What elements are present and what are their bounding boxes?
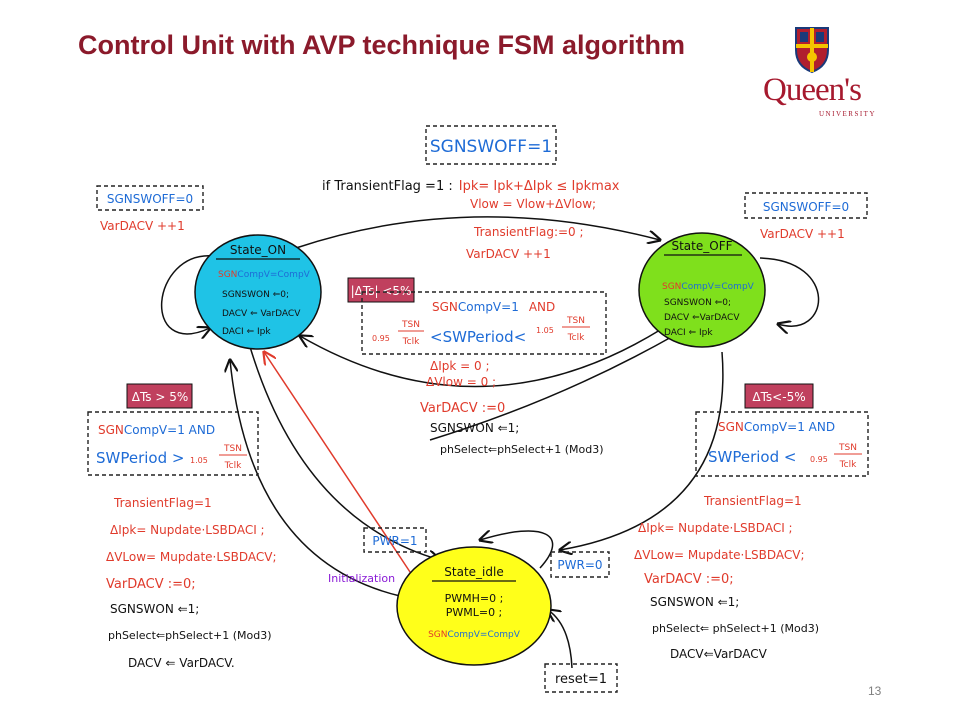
- left-l2: ΔIpk= Nupdate·LSBDACI ;: [110, 523, 265, 537]
- center-left-tsn: TSN: [401, 320, 420, 330]
- state-off-line4: DACI ⇐ Ipk: [664, 328, 713, 338]
- right-l7: DACV⇐VarDACV: [670, 647, 768, 661]
- top-box-label: SGNSWOFF=1: [430, 137, 552, 157]
- center-delta-label: |ΔTs| <5%: [351, 284, 412, 298]
- page-number: 13: [868, 684, 882, 698]
- logo-wordmark: Queen's: [763, 72, 862, 108]
- arrow-off-self-loop: [759, 257, 820, 326]
- state-on-name: State_ON: [230, 243, 286, 257]
- arrow-reset: [548, 610, 573, 669]
- top-line3: TransientFlag:=0 ;: [473, 225, 584, 239]
- center-vardacv: VarDACV :=0: [420, 401, 505, 416]
- center-left-coef: 0.95: [372, 334, 390, 343]
- left-l5: SGNSWON ⇐1;: [110, 602, 199, 616]
- right-l6: phSelect⇐ phSelect+1 (Mod3): [652, 622, 819, 635]
- state-on-line1: SGNCompV=CompV: [218, 270, 311, 280]
- arrow-off-to-on: [300, 329, 661, 388]
- top-line2: Vlow = Vlow+ΔVlow;: [470, 197, 596, 211]
- state-on-line3: DACV ⇐ VarDACV: [222, 309, 301, 319]
- center-right-tclk: Tclk: [567, 333, 585, 343]
- arrow-off-to-idle: [560, 351, 724, 550]
- right-l3: ΔVLow= Mupdate·LSBDACV;: [634, 548, 805, 562]
- right-tclk: Tclk: [839, 460, 857, 470]
- center-dvlow: ΔVlow = 0 ;: [426, 375, 496, 389]
- state-off-line3: DACV ⇐VarDACV: [664, 313, 740, 323]
- arrow-on-to-off: [295, 216, 660, 249]
- on-self-text: VarDACV ++1: [100, 219, 185, 233]
- slide-title: Control Unit with AVP technique FSM algo…: [78, 30, 685, 60]
- state-off-line1: SGNCompV=CompV: [662, 282, 755, 292]
- arrow-idle-to-on: [230, 360, 401, 597]
- left-l7: DACV ⇐ VarDACV.: [128, 656, 235, 670]
- on-self-box: SGNSWOFF=0: [107, 192, 193, 206]
- center-right-tsn: TSN: [566, 316, 585, 326]
- arrow-idle-pwr0-loop: [480, 531, 554, 569]
- off-self-text: VarDACV ++1: [760, 227, 845, 241]
- off-self-box: SGNSWOFF=0: [763, 200, 849, 214]
- state-idle-line3: SGNCompV=CompV: [428, 630, 521, 640]
- left-l1: TransientFlag=1: [113, 496, 212, 510]
- arrow-initialization: [264, 352, 415, 579]
- left-delta-label: ΔTs > 5%: [132, 390, 189, 404]
- arrow-on-self-loop: [161, 255, 215, 334]
- center-phselect: phSelect⇐phSelect+1 (Mod3): [440, 443, 604, 456]
- pwr0-label: PWR=0: [557, 558, 602, 572]
- initialization-label: Initialization: [328, 572, 395, 585]
- left-delta-box: [126, 383, 193, 409]
- left-tsn: TSN: [223, 444, 242, 454]
- center-left-tclk: Tclk: [402, 337, 420, 347]
- right-l2: ΔIpk= Nupdate·LSBDACI ;: [638, 521, 793, 535]
- center-dipk: ΔIpk = 0 ;: [430, 359, 490, 373]
- state-on-line2: SGNSWON ⇐0;: [222, 290, 289, 300]
- left-sw: SWPeriod >: [96, 449, 184, 467]
- right-l4: VarDACV :=0;: [644, 572, 734, 587]
- state-idle-node: [396, 546, 552, 666]
- left-l3: ΔVLow= Mupdate·LSBDACV;: [106, 550, 277, 564]
- left-coef: 1.05: [190, 456, 208, 465]
- reset-label: reset=1: [555, 672, 607, 687]
- right-tsn: TSN: [838, 443, 857, 453]
- center-right-coef: 1.05: [536, 326, 554, 335]
- center-sw-period: <SWPeriod<: [430, 328, 526, 346]
- right-cond-a: SGNCompV=1 AND: [718, 420, 835, 434]
- queens-university-logo: Queen's UNIVERSITY: [748, 24, 876, 124]
- state-idle-line2: PWML=0 ;: [446, 606, 503, 619]
- arrow-on-to-idle: [247, 339, 440, 560]
- logo-subtitle: UNIVERSITY: [819, 110, 876, 118]
- state-off-line2: SGNSWON ⇐0;: [664, 298, 731, 308]
- state-on-node: [194, 234, 322, 350]
- state-on-line4: DACI ⇐ Ipk: [222, 327, 271, 337]
- state-off-name: State_OFF: [671, 239, 732, 253]
- center-sgnswon: SGNSWON ⇐1;: [430, 421, 519, 435]
- right-delta-label: ΔTs<-5%: [752, 390, 805, 404]
- arrow-off-to-on-left: [429, 334, 676, 441]
- left-tclk: Tclk: [224, 461, 242, 471]
- left-cond-a: SGNCompV=1 AND: [98, 423, 215, 437]
- center-delta-box: [347, 277, 415, 303]
- left-l4: VarDACV :=0;: [106, 577, 196, 592]
- top-line4: VarDACV ++1: [466, 247, 551, 261]
- left-l6: phSelect⇐phSelect+1 (Mod3): [108, 629, 272, 642]
- state-idle-line1: PWMH=0 ;: [445, 592, 504, 605]
- pwr1-label: PWR=1: [372, 534, 417, 548]
- crest-icon: [795, 27, 829, 74]
- right-coef: 0.95: [810, 455, 828, 464]
- state-idle-name: State_idle: [444, 565, 503, 579]
- state-off-node: [638, 232, 766, 348]
- right-l1: TransientFlag=1: [703, 494, 802, 508]
- top-condition: if TransientFlag =1 :Ipk= Ipk+ΔIpk ≤ Ipk…: [322, 179, 620, 194]
- right-sw: SWPeriod <: [708, 448, 796, 466]
- right-l5: SGNSWON ⇐1;: [650, 595, 739, 609]
- right-delta-box: [744, 383, 814, 409]
